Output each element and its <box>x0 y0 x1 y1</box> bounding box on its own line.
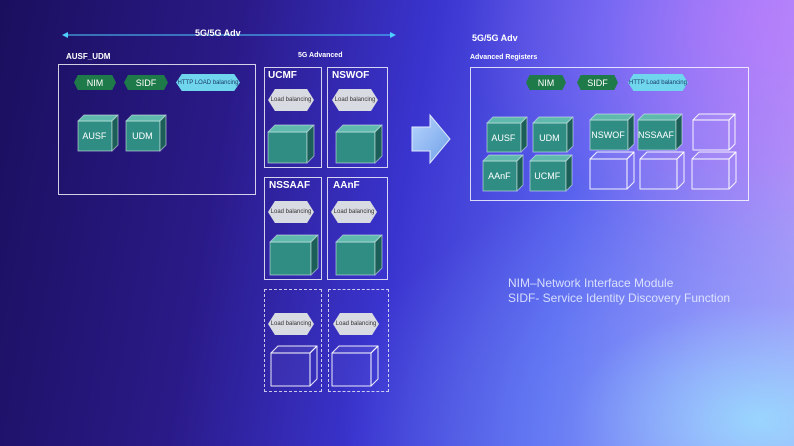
module-nswof <box>327 67 388 168</box>
cube-shape <box>125 114 167 152</box>
module-nssaaf-title: NSSAAF <box>269 180 311 191</box>
cube-label: UDM <box>132 131 153 142</box>
cube-placeholder <box>589 151 635 190</box>
cube-shape <box>532 116 574 153</box>
module-placeholder-left <box>264 289 322 392</box>
module-aanf <box>327 177 388 280</box>
right-arrow-icon <box>410 113 452 165</box>
cube-shape <box>482 154 524 192</box>
span-label: 5G/5G Adv <box>195 28 241 38</box>
cube-placeholder <box>331 345 379 387</box>
cube-placeholder <box>639 151 685 190</box>
cube-placeholder <box>270 345 318 387</box>
cube-label: UCMF <box>534 171 561 182</box>
load-balancing-badge: Load balancing <box>332 89 378 111</box>
span-arrow <box>62 30 396 40</box>
cube-shape <box>692 113 736 151</box>
right-group-title: 5G/5G Adv <box>472 33 518 43</box>
cube-label: AUSF <box>491 132 516 143</box>
cube-shape <box>589 151 635 190</box>
left-group-box <box>58 64 256 195</box>
cube-nswof <box>335 124 383 164</box>
cube-udm: UDM <box>125 114 167 152</box>
nim-pill: NIM <box>74 75 116 90</box>
cube-shape <box>639 151 685 190</box>
module-nswof-title: NSWOF <box>332 70 370 81</box>
cube-label <box>640 159 676 189</box>
cube-shape <box>335 234 383 276</box>
cube-shape <box>529 154 573 192</box>
cube-label <box>692 159 728 189</box>
cube-placeholder <box>692 113 736 151</box>
right-group-box <box>470 67 749 201</box>
module-ucmf <box>264 67 322 168</box>
cube-ucmf <box>267 124 315 164</box>
cube-shape <box>269 234 319 276</box>
cube-shape <box>486 116 528 153</box>
left-group-title: AUSF_UDM <box>66 52 111 61</box>
cube-label: AAnF <box>488 171 511 182</box>
module-ucmf-title: UCMF <box>268 70 297 81</box>
load-balancing-badge: Load balancing <box>268 89 314 111</box>
cube-shape <box>335 124 383 164</box>
sidf-pill: SIDF <box>124 75 168 90</box>
cube-label <box>693 120 727 150</box>
cube-udm: UDM <box>532 116 574 153</box>
http-lb-pill: HTTP LOAD balancing <box>176 74 240 91</box>
cube-shape <box>331 345 379 387</box>
cube-label: NSWOF <box>591 130 625 141</box>
cube-nswof: NSWOF <box>589 113 635 151</box>
legend-nim: NIM–Network Interface Module <box>508 276 674 290</box>
cube-shape <box>691 151 737 190</box>
cube-nssaaf <box>269 234 319 276</box>
load-balancing-badge: Load balancing <box>333 313 379 335</box>
cube-label <box>590 159 626 189</box>
nim-pill: NIM <box>526 75 566 90</box>
cube-aanf <box>335 234 383 276</box>
load-balancing-badge: Load balancing <box>268 201 314 223</box>
cube-shape <box>267 124 315 164</box>
module-nssaaf <box>264 177 322 280</box>
cube-placeholder <box>691 151 737 190</box>
advanced-group-title: 5G Advanced <box>298 52 343 59</box>
cube-shape <box>270 345 318 387</box>
load-balancing-badge: Load balancing <box>268 313 314 335</box>
http-lb-pill: HTTP Load balancing <box>628 74 688 91</box>
right-group-subtitle: Advanced Registers <box>470 54 538 61</box>
cube-label: AUSF <box>82 131 107 142</box>
sidf-pill: SIDF <box>577 75 618 90</box>
cube-label: UDM <box>539 132 560 143</box>
cube-aanf: AAnF <box>482 154 524 192</box>
cube-ausf: AUSF <box>486 116 528 153</box>
module-aanf-title: AAnF <box>333 180 360 191</box>
cube-ausf: AUSF <box>77 114 119 152</box>
cube-ucmf: UCMF <box>529 154 573 192</box>
cube-label: NSSAAF <box>638 130 675 141</box>
cube-shape <box>637 113 683 151</box>
module-placeholder-right <box>328 289 389 392</box>
cube-shape <box>77 114 119 152</box>
cube-shape <box>589 113 635 151</box>
legend-sidf: SIDF- Service Identity Discovery Functio… <box>508 291 731 305</box>
cube-nssaaf: NSSAAF <box>637 113 683 151</box>
load-balancing-badge: Load balancing <box>331 201 377 223</box>
